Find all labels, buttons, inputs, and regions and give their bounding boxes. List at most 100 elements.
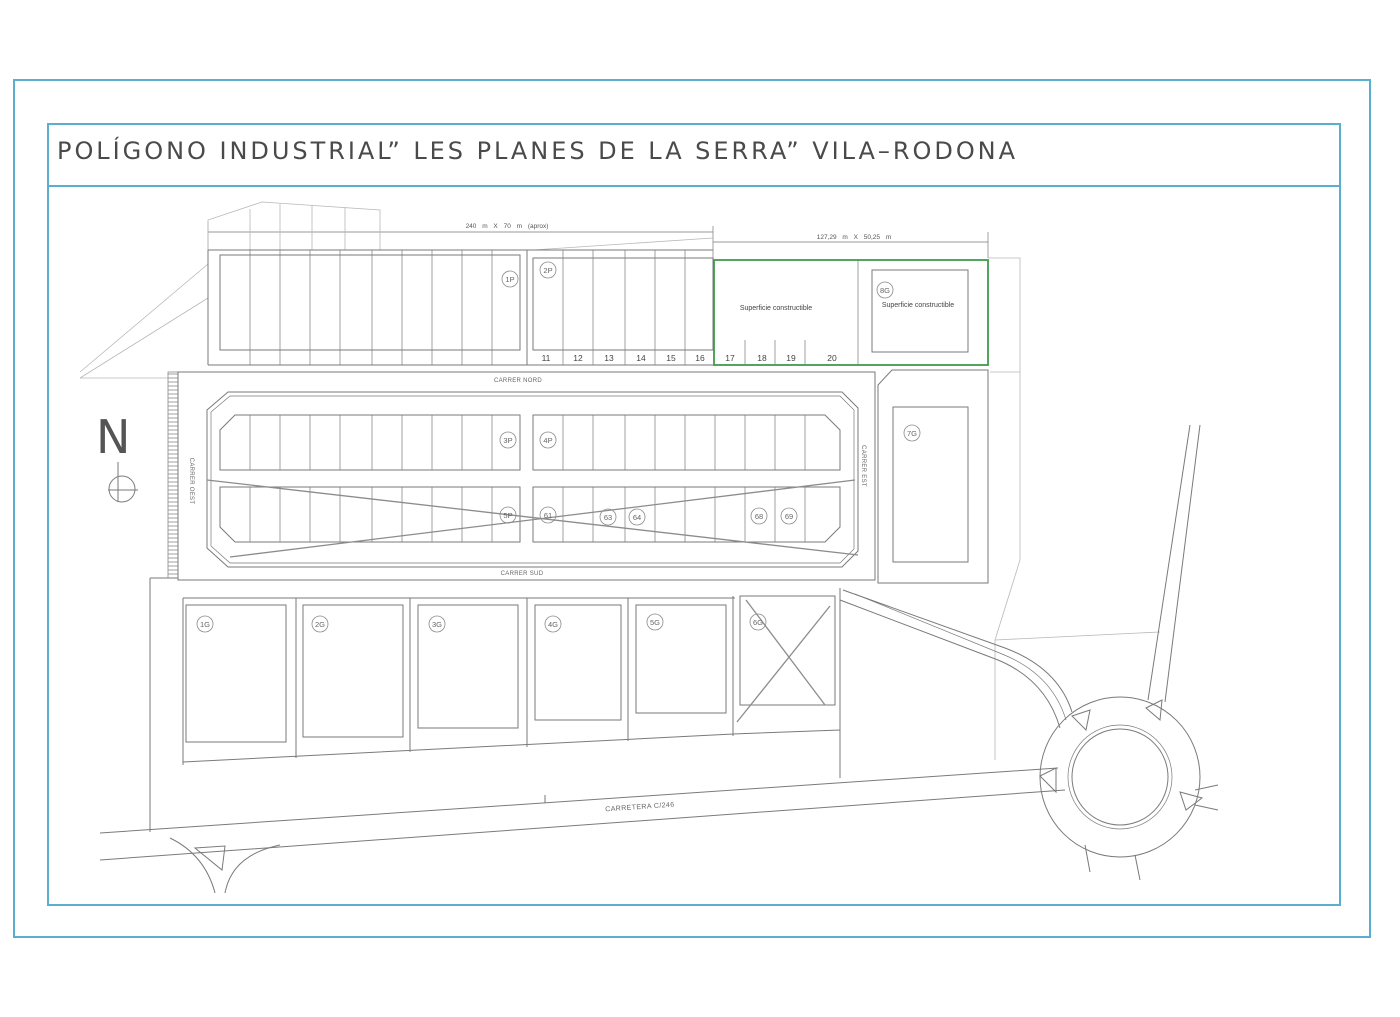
tag-circle [876,281,894,299]
tag-text: 6G [753,618,763,627]
west-junction [169,837,281,894]
north-lot-dividers [249,250,686,365]
tag-circle [499,506,517,524]
roundabout-entry-island [1071,709,1091,732]
tag-circle [499,431,517,449]
central-block: CARRER NORD CARRER SUD CARRER OEST CARRE… [167,371,876,581]
west-boundary [79,263,209,379]
tag-circle [903,424,921,442]
parcel-7g [892,406,969,563]
tag-circle [196,615,214,633]
roundabout-island [1071,728,1169,826]
site-boundary [79,201,1161,760]
north-compass: N [96,410,138,503]
tag-5p: 5P [499,506,517,524]
tag-circle [544,615,562,633]
tag-text: 2P [543,266,552,275]
lot-number: 14 [636,353,646,363]
lot-numbers: 11 12 13 14 15 16 17 18 19 20 [542,353,837,363]
tag-text: 2G [315,620,325,629]
buildable-label-2: Superficie constructible [882,302,954,309]
east-boundary [988,257,1161,760]
tag-circle [539,431,557,449]
tag-circle [311,615,329,633]
parcel-7g-block [877,369,989,584]
south-row-outline [149,577,841,832]
central-east-dividers [562,415,806,542]
parcel-1p [219,254,521,351]
tag-circle [749,613,767,631]
outer-frame [13,79,1371,938]
tag-text: 63 [604,513,612,522]
tag-7g: 7G [903,424,921,442]
roundabout-outer-ring [1039,696,1201,858]
northeast-road [1147,424,1201,703]
west-junction-island [193,845,226,871]
tag-text: 61 [544,511,552,520]
plan-title: POLÍGONO INDUSTRIAL” LES PLANES DE LA SE… [57,136,1016,165]
roundabout-entry-island [1145,699,1163,722]
lot-number: 20 [827,353,837,363]
tag-text: 5P [503,511,512,520]
block-outline-outer [206,391,859,568]
buildable-dividers [744,260,859,365]
tag-circle [628,508,646,526]
tag-text: 69 [785,512,793,521]
lot-number: 18 [757,353,767,363]
dimension-buildable: 127,29 m X 50,25 m [817,234,892,241]
tag-text: 3G [432,620,442,629]
tag-4g: 4G [544,615,562,633]
compass-cross-icon [108,462,138,502]
parcel-6g [739,595,836,706]
tag-69: 69 [780,507,798,525]
tag-text: 4G [548,620,558,629]
dimension-line-buildable [713,232,989,258]
street-west-label: CARRER OEST [188,458,194,505]
tag-2p: 2P [539,261,557,279]
parcel-4p [532,414,841,471]
compass-n-letter: N [96,410,130,464]
tag-text: 5G [650,618,660,627]
access-road-centerline [854,593,1067,721]
roundabout-entry-island [1039,767,1057,794]
dimension-main: 240 m X 70 m (aprox) [466,223,549,230]
south-row [149,577,841,832]
tag-circle [539,506,557,524]
lot-number: 17 [725,353,735,363]
tag-1g: 1G [196,615,214,633]
tag-4p: 4P [539,431,557,449]
street-outline [177,371,876,581]
lot-number: 15 [666,353,676,363]
parcel-5g [635,604,727,714]
north-row-outline [207,249,988,366]
west-hatched-strip [167,371,179,579]
tag-circle [780,507,798,525]
street-south-label: CARRER SUD [501,571,544,577]
street-north-label: CARRER NORD [494,378,542,384]
access-road [839,589,1073,729]
dimension-annotations: 240 m X 70 m (aprox) 127,29 m X 50,25 m [207,222,989,258]
lot-number: 16 [695,353,705,363]
tag-text: 8G [880,286,890,295]
parcel-2g [302,604,404,738]
tag-63: 63 [599,508,617,526]
parcel-4g [534,604,622,721]
lot-number: 19 [786,353,796,363]
parcel-2p [532,257,714,351]
parcel-8g [871,269,969,353]
tag-text: 68 [755,512,763,521]
dimension-line-main [207,222,714,258]
tag-circle [539,261,557,279]
tag-text: 64 [633,513,641,522]
tag-text: 4P [543,436,552,445]
roundabout-exits [1084,784,1219,881]
lot-number: 13 [604,353,614,363]
parcel-1g [185,604,287,743]
tag-61: 61 [539,506,557,524]
tag-3p: 3P [499,431,517,449]
tag-text: 1P [505,275,514,284]
parcel-tags: 1P 2P 8G 3P 4P 5P 61 63 64 68 69 7G 1G 2… [196,261,921,633]
tag-68: 68 [750,507,768,525]
parcel-6 [532,486,841,543]
